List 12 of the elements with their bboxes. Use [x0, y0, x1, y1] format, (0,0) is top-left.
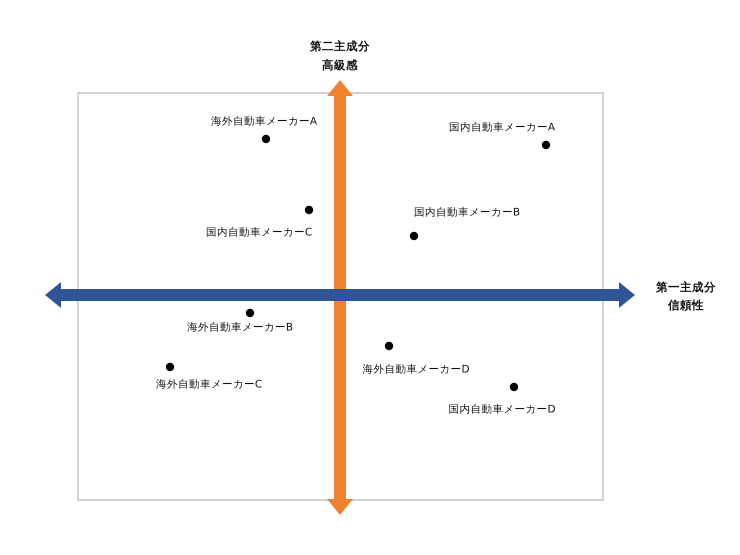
point-label: 海外自動車メーカーA [210, 116, 318, 128]
axis-label: 信頼性 [668, 299, 704, 313]
point-label: 海外自動車メーカーD [362, 364, 470, 376]
point-label: 国内自動車メーカーD [448, 404, 556, 416]
axis-label: 第一主成分 [656, 281, 716, 295]
axis-label: 高級感 [322, 59, 358, 73]
point-label: 海外自動車メーカーC [156, 378, 262, 392]
point-label: 国内自動車メーカーB [414, 206, 520, 220]
axis-label: 第二主成分 [310, 40, 370, 54]
point-label: 海外自動車メーカーB [186, 322, 294, 334]
point-label: 国内自動車メーカーA [448, 122, 556, 134]
point-label: 国内自動車メーカーC [206, 226, 312, 240]
